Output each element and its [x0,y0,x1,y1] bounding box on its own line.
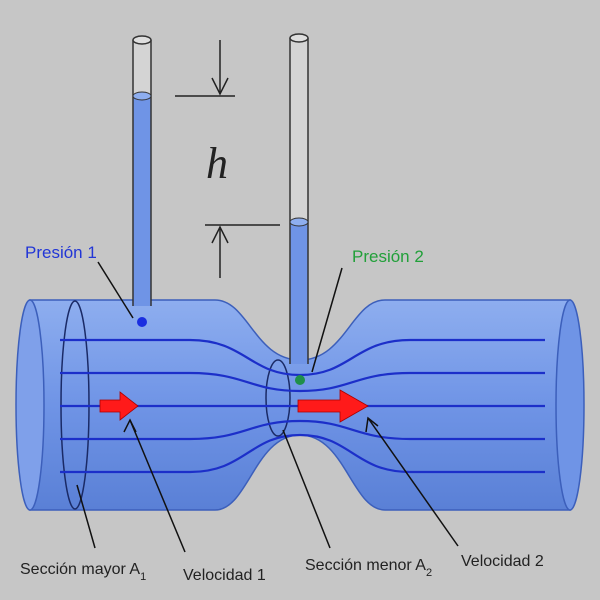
streamline [60,371,545,393]
streamline [60,433,545,474]
seccion-menor-label: Sección menor A2 [305,557,432,579]
seccion-menor-subscript: 2 [426,567,432,579]
seccion-mayor-subscript: 1 [140,571,146,583]
leader-lines [76,261,459,553]
section-a2-outline [265,359,291,437]
presion-2-label: Presión 2 [352,247,424,266]
presion-1-label: Presión 1 [25,243,97,262]
height-dimension [175,40,280,278]
seccion-mayor-label: Sección mayor A1 [20,561,146,583]
velocity-1-arrow [99,391,139,421]
velocidad-2-label: Velocidad 2 [461,553,544,570]
velocidad-1-label: Velocidad 1 [183,567,266,584]
presion-1-dot [137,317,147,327]
tube-left-end [15,299,45,511]
tube-right-end [555,299,585,511]
presion-2-dot [295,375,305,385]
manometer-tube-2 [289,33,309,364]
velocity-2-arrow [297,389,369,423]
manometer-tube-1 [132,35,152,306]
h-label: h [206,139,228,188]
streamline [60,419,545,441]
